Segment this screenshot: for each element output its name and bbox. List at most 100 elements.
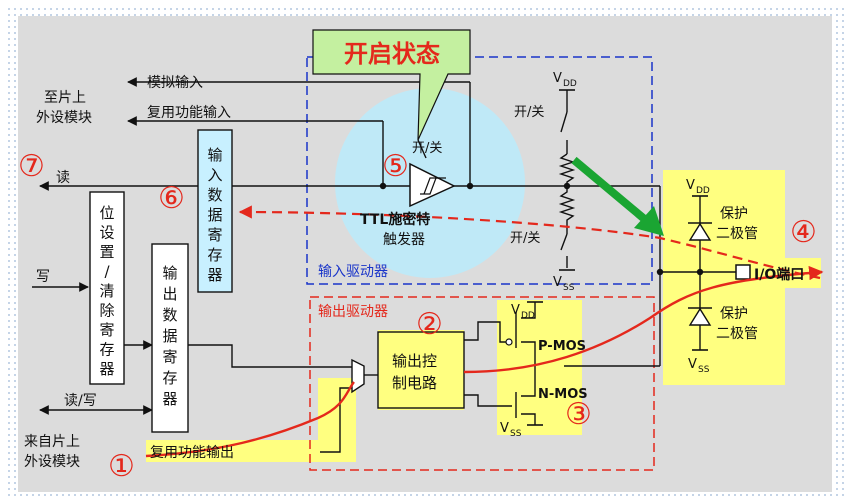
junction-dots bbox=[379, 182, 704, 276]
odr-char: 据 bbox=[162, 327, 177, 345]
text-layer: 开启状态 模拟输入 复用功能输入 至片上 外设模块 读 写 读/写 来自片上 外… bbox=[18, 40, 817, 484]
odr-char: 出 bbox=[162, 285, 177, 303]
bsrr-char: 除 bbox=[99, 302, 114, 320]
idr-char: 寄 bbox=[207, 226, 222, 244]
protection-top-line2: 二极管 bbox=[716, 226, 758, 242]
output-signal-path bbox=[463, 265, 824, 374]
mos-highlight bbox=[497, 300, 582, 435]
bsrr-char: 清 bbox=[99, 282, 114, 300]
vdd-label-pmos: V DD bbox=[511, 303, 535, 321]
svg-text:SS: SS bbox=[698, 365, 710, 375]
from-chip-label-line2: 外设模块 bbox=[24, 454, 80, 470]
power-rails bbox=[527, 89, 708, 426]
protection-bottom-line1: 保护 bbox=[720, 306, 748, 322]
svg-text:V: V bbox=[553, 71, 562, 86]
marker-3: ③ bbox=[565, 397, 592, 432]
odr-char: 存 bbox=[162, 369, 177, 387]
output-mux bbox=[351, 358, 365, 394]
svg-text:DD: DD bbox=[696, 186, 710, 196]
output-driver-box bbox=[309, 296, 655, 471]
marker-6: ⑥ bbox=[158, 181, 185, 216]
idr-char: 存 bbox=[207, 246, 222, 264]
odr-char: 器 bbox=[162, 390, 177, 408]
schmitt-label-line1: TTL施密特 bbox=[360, 211, 430, 228]
read-label: 读 bbox=[56, 169, 70, 186]
protection-top-line1: 保护 bbox=[720, 206, 748, 222]
pmos-label: P-MOS bbox=[538, 339, 586, 354]
output-control-block bbox=[377, 331, 465, 409]
io-pad bbox=[735, 264, 751, 280]
input-signal-path bbox=[238, 205, 821, 280]
vss-label-diode: V SS bbox=[688, 357, 710, 375]
green-arrow-head bbox=[634, 206, 664, 236]
vdd-label-pullup: V DD bbox=[553, 71, 577, 89]
to-chip-label-line2: 外设模块 bbox=[36, 110, 92, 126]
idr-char: 数 bbox=[207, 186, 222, 204]
vss-label-nmos: V SS bbox=[500, 421, 522, 439]
input-driver-box bbox=[306, 56, 653, 285]
odr-char: 数 bbox=[162, 306, 177, 324]
output-driver-label: 输出驱动器 bbox=[318, 304, 388, 320]
marker-2: ② bbox=[416, 307, 443, 342]
svg-text:V: V bbox=[688, 357, 697, 372]
alt-output-label: 复用功能输出 bbox=[150, 444, 234, 461]
idr-char: 入 bbox=[207, 166, 222, 184]
marker-7: ⑦ bbox=[18, 149, 45, 184]
svg-text:V: V bbox=[500, 421, 509, 436]
alt-input-label: 复用功能输入 bbox=[147, 104, 231, 121]
to-chip-label-line1: 至片上 bbox=[44, 90, 86, 106]
marker-1: ① bbox=[108, 449, 135, 484]
bsrr-char: / bbox=[104, 263, 110, 281]
nmos-label: N-MOS bbox=[538, 387, 588, 402]
vdd-label-diode: V DD bbox=[686, 178, 710, 196]
svg-text:V: V bbox=[553, 275, 562, 290]
output-data-register bbox=[151, 243, 189, 433]
marker-5: ⑤ bbox=[382, 149, 409, 184]
odr-char: 输 bbox=[162, 264, 177, 282]
alt-out-highlight bbox=[146, 440, 356, 462]
bsrr-char: 器 bbox=[99, 360, 114, 378]
pullup-switch-label: 开/关 bbox=[514, 105, 544, 120]
bsrr-char: 置 bbox=[99, 243, 114, 261]
analog-input-label: 模拟输入 bbox=[147, 75, 203, 91]
control-label-line2: 制电路 bbox=[392, 374, 437, 392]
bsrr-char: 设 bbox=[99, 224, 114, 242]
read-write-label: 读/写 bbox=[64, 392, 97, 409]
protection-bottom-line2: 二极管 bbox=[716, 326, 758, 342]
svg-text:SS: SS bbox=[510, 429, 522, 439]
io-port-label: I/O端口 bbox=[754, 266, 804, 283]
green-arrow-shaft bbox=[571, 156, 651, 226]
idr-char: 器 bbox=[207, 266, 222, 284]
input-driver-label: 输入驱动器 bbox=[318, 264, 388, 280]
bsrr-char: 寄 bbox=[99, 321, 114, 339]
write-label: 写 bbox=[36, 269, 50, 285]
input-switch-label: 开/关 bbox=[412, 141, 442, 156]
vss-label-pulldown: V SS bbox=[553, 275, 575, 293]
control-label-line1: 输出控 bbox=[392, 352, 437, 370]
odr-char: 寄 bbox=[162, 348, 177, 366]
idr-char: 输 bbox=[207, 146, 222, 164]
bit-set-reset-register bbox=[89, 191, 125, 385]
pmos-bubble bbox=[505, 338, 513, 346]
schmitt-label-line2: 触发器 bbox=[383, 232, 425, 248]
svg-text:DD: DD bbox=[521, 311, 535, 321]
pulldown-switch-label: 开/关 bbox=[510, 231, 540, 246]
svg-text:SS: SS bbox=[563, 283, 575, 293]
protection-diodes bbox=[688, 222, 712, 326]
alt-out-signal-path bbox=[145, 381, 355, 458]
svg-text:DD: DD bbox=[563, 79, 577, 89]
input-data-register bbox=[197, 129, 233, 293]
bsrr-char: 位 bbox=[99, 204, 114, 222]
idr-char: 据 bbox=[207, 206, 222, 224]
bsrr-char: 存 bbox=[99, 341, 114, 359]
svg-text:V: V bbox=[686, 178, 695, 193]
schmitt-trigger bbox=[409, 162, 456, 208]
svg-text:V: V bbox=[511, 303, 520, 318]
state-callout bbox=[312, 29, 471, 141]
from-chip-label-line1: 来自片上 bbox=[24, 434, 80, 450]
callout-label: 开启状态 bbox=[344, 40, 440, 68]
